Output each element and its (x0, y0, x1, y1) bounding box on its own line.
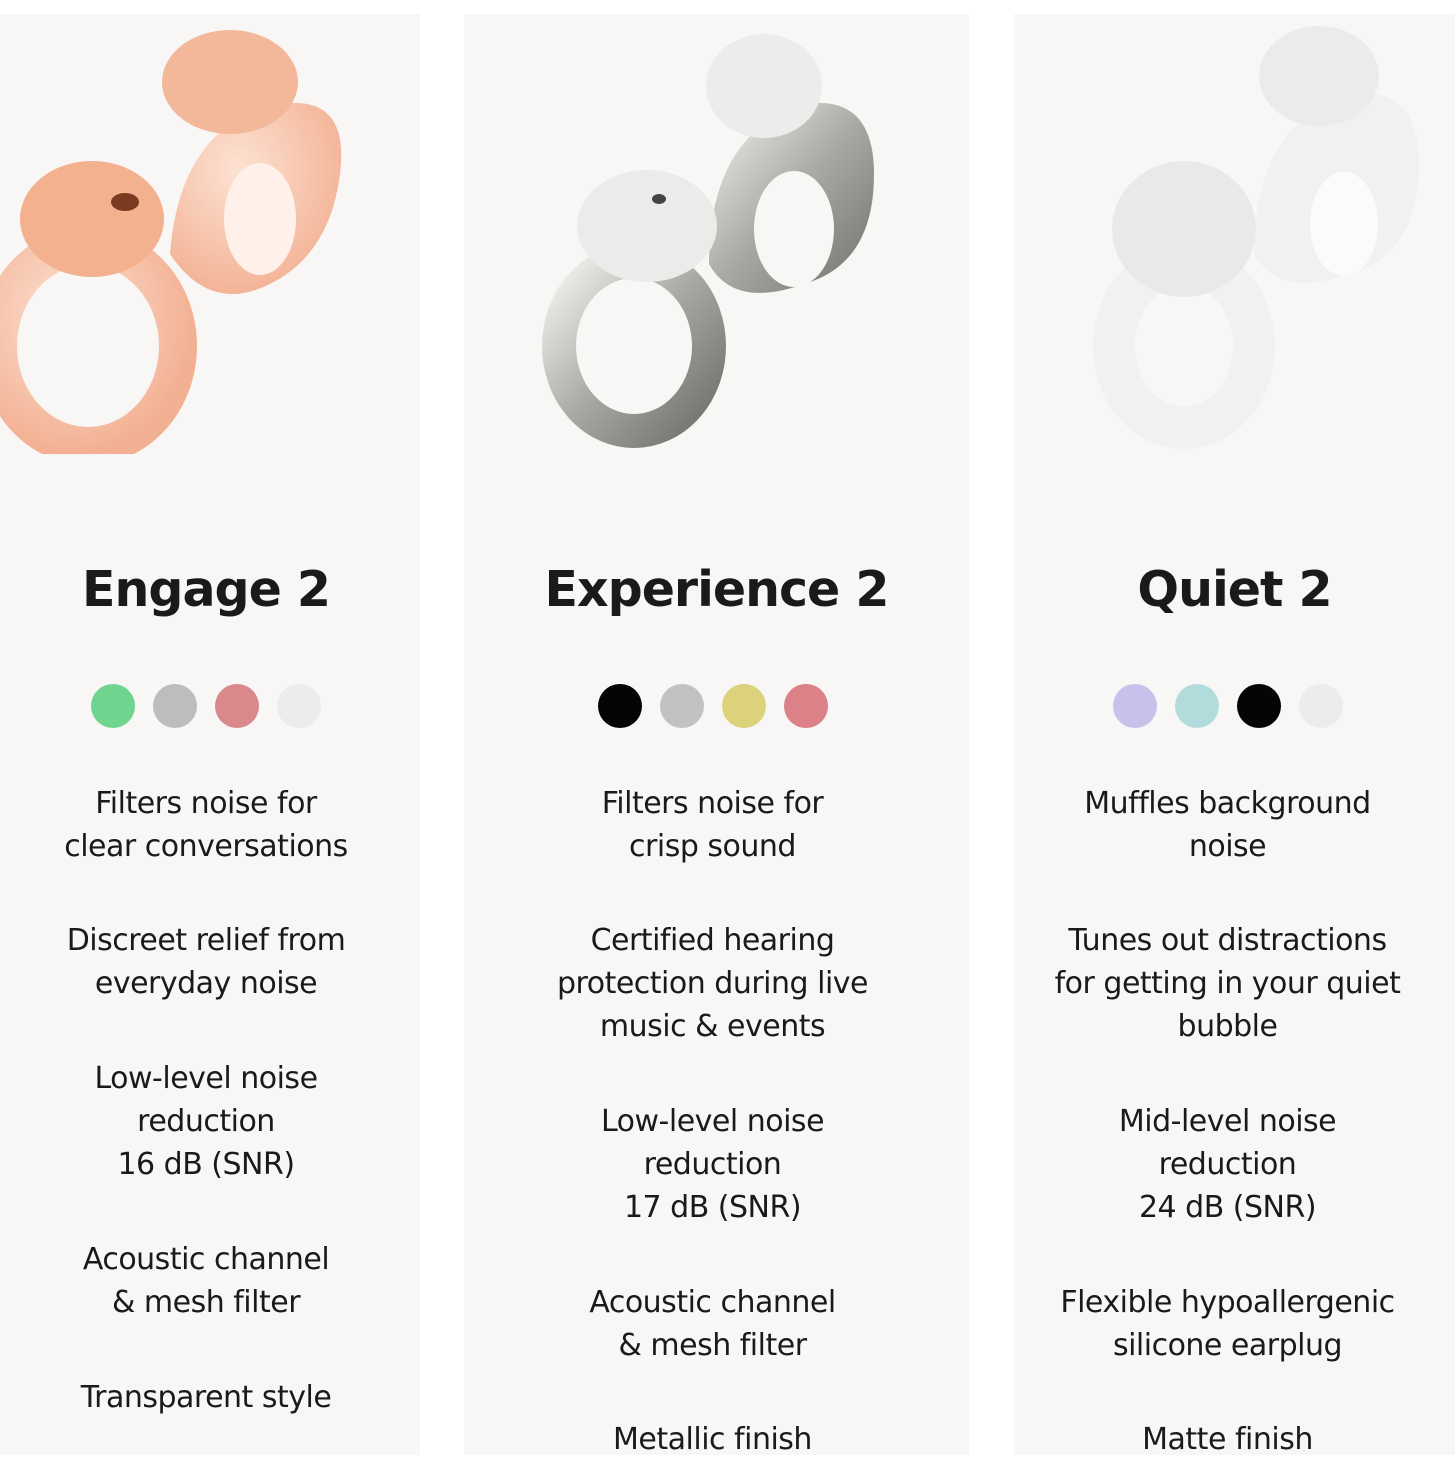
feature-text: Tunes out distractions for getting in yo… (1054, 923, 1401, 1044)
earplug-illustration-transparent (0, 30, 342, 454)
feature-text: Certified hearing protection during live… (557, 923, 869, 1044)
product-column-experience: Experience 2 Filters noise for crisp sou… (464, 14, 969, 1457)
feature-text: Low-level noise reduction 16 dB (SNR) (94, 1061, 318, 1182)
color-swatch-black[interactable] (597, 684, 642, 728)
feature-text: Filters noise for clear conversations (64, 786, 348, 864)
feature-text: Discreet relief from everyday noise (66, 923, 346, 1001)
feature-text: Acoustic channel & mesh filter (589, 1285, 836, 1363)
feature-text: Filters noise for crisp sound (601, 786, 824, 864)
product-column-quiet: Quiet 2 Muffles background noise Tunes o… (1014, 14, 1455, 1457)
earplug-illustration-metallic (542, 34, 874, 448)
feature-text: Acoustic channel & mesh filter (82, 1242, 330, 1320)
feature-text: Mid-level noise reduction 24 dB (SNR) (1118, 1104, 1337, 1225)
color-swatch-gold[interactable] (721, 684, 766, 728)
earplug-illustration-matte (1093, 26, 1419, 449)
color-options (428, 684, 997, 728)
color-swatch-silver[interactable] (153, 684, 197, 728)
feature-text: Low-level noise reduction 17 dB (SNR) (600, 1104, 825, 1225)
color-options (0, 684, 498, 728)
feature-text: Metallic finish (613, 1422, 812, 1457)
feature-text: Matte finish (1142, 1422, 1313, 1457)
color-swatch-white[interactable] (277, 684, 321, 728)
feature-text: Flexible hypoallergenic silicone earplug (1060, 1285, 1395, 1363)
product-column-engage: Engage 2 Filters noise for clear convers… (0, 14, 420, 1455)
product-title: Experience 2 (544, 561, 890, 618)
color-options (980, 684, 1455, 728)
earplug-image-experience (464, 14, 969, 454)
product-title: Engage 2 (82, 561, 331, 618)
color-swatch-black[interactable] (1236, 684, 1281, 728)
color-swatch-white[interactable] (1298, 684, 1343, 728)
color-swatch-mint[interactable] (1174, 684, 1219, 728)
feature-text: Muffles background noise (1084, 786, 1371, 864)
color-swatch-rose[interactable] (215, 684, 259, 728)
color-swatch-rose[interactable] (783, 684, 828, 728)
color-swatch-green[interactable] (91, 684, 135, 728)
product-title: Quiet 2 (1137, 561, 1332, 618)
color-swatch-silver[interactable] (659, 684, 704, 728)
feature-text: Transparent style (80, 1380, 332, 1415)
color-swatch-lavender[interactable] (1112, 684, 1157, 728)
earplug-image-engage (0, 14, 420, 454)
earplug-image-quiet (1014, 14, 1455, 454)
